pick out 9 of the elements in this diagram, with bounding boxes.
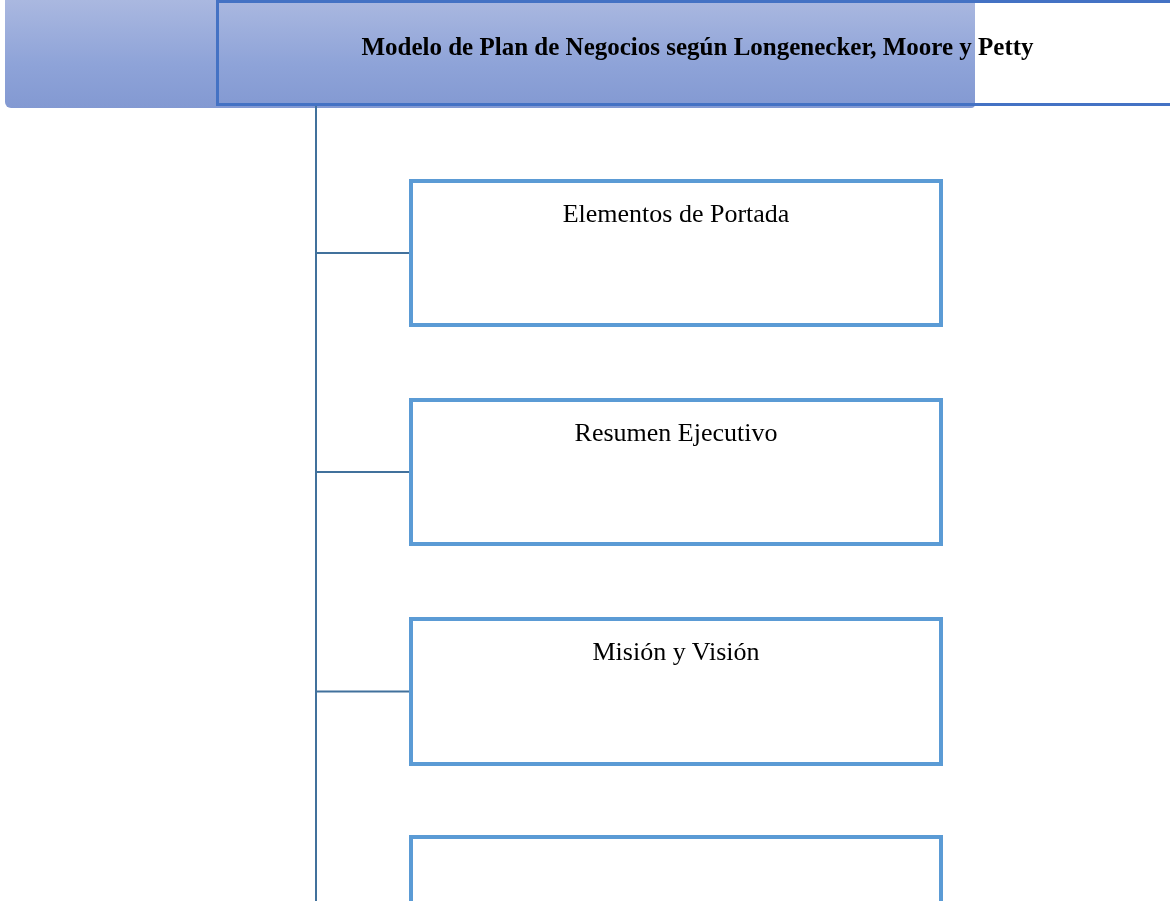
process-box: [409, 398, 943, 546]
header-box: [216, 0, 1170, 106]
box-label: Misión y Visión: [591, 637, 761, 667]
box-label: Resumen Ejecutivo: [573, 418, 779, 448]
process-box: [409, 835, 943, 901]
box-label: Elementos de Portada: [561, 199, 791, 229]
process-box: [409, 179, 943, 327]
process-box: [409, 617, 943, 766]
header-label: Modelo de Plan de Negocios según Longenecker, Moore y Petty: [360, 33, 1035, 61]
